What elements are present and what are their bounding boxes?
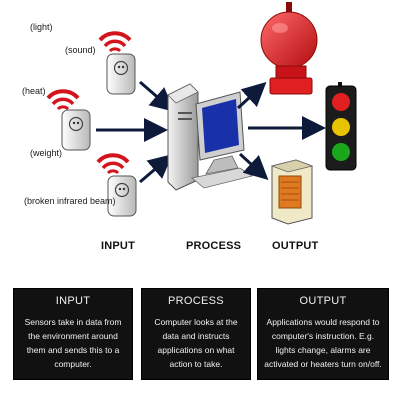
traffic-light-icon — [325, 82, 357, 171]
output-panel-title: OUTPUT — [299, 295, 347, 307]
arrow-computer-to-alarm — [236, 81, 267, 110]
heater-icon — [270, 159, 314, 225]
stage-label-input: INPUT — [101, 240, 135, 252]
alarm-bell-icon — [260, 2, 318, 95]
output-panel-body: Applications would respond to computer's… — [264, 317, 382, 369]
input-panel-title: INPUT — [55, 295, 91, 307]
output-panel: OUTPUT Applications would respond to com… — [257, 288, 389, 380]
process-panel: PROCESS Computer looks at the data and i… — [141, 288, 251, 380]
sensor-infrared-icon — [96, 153, 137, 217]
sensor-label-infrared: (broken infrared beam) — [24, 196, 116, 206]
sensor-label-light: (light) — [30, 22, 53, 32]
arrow-infrared-to-computer — [139, 154, 173, 184]
sensor-sound-icon — [98, 31, 136, 95]
sensor-label-weight: (weight) — [30, 148, 63, 158]
arrow-computer-to-heater — [238, 152, 269, 181]
arrow-sound-to-computer — [139, 80, 175, 112]
input-panel-body: Sensors take in data from the environmen… — [24, 317, 122, 369]
process-panel-title: PROCESS — [168, 295, 224, 307]
sensor-label-heat: (heat) — [22, 86, 46, 96]
process-panel-body: Computer looks at the data and instructs… — [154, 317, 238, 369]
sensor-heat-icon — [46, 89, 91, 151]
computer-icon — [167, 83, 253, 191]
stage-label-output: OUTPUT — [272, 240, 319, 252]
input-panel: INPUT Sensors take in data from the envi… — [13, 288, 133, 380]
sensor-label-sound: (sound) — [65, 45, 96, 55]
stage-label-process: PROCESS — [186, 240, 242, 252]
